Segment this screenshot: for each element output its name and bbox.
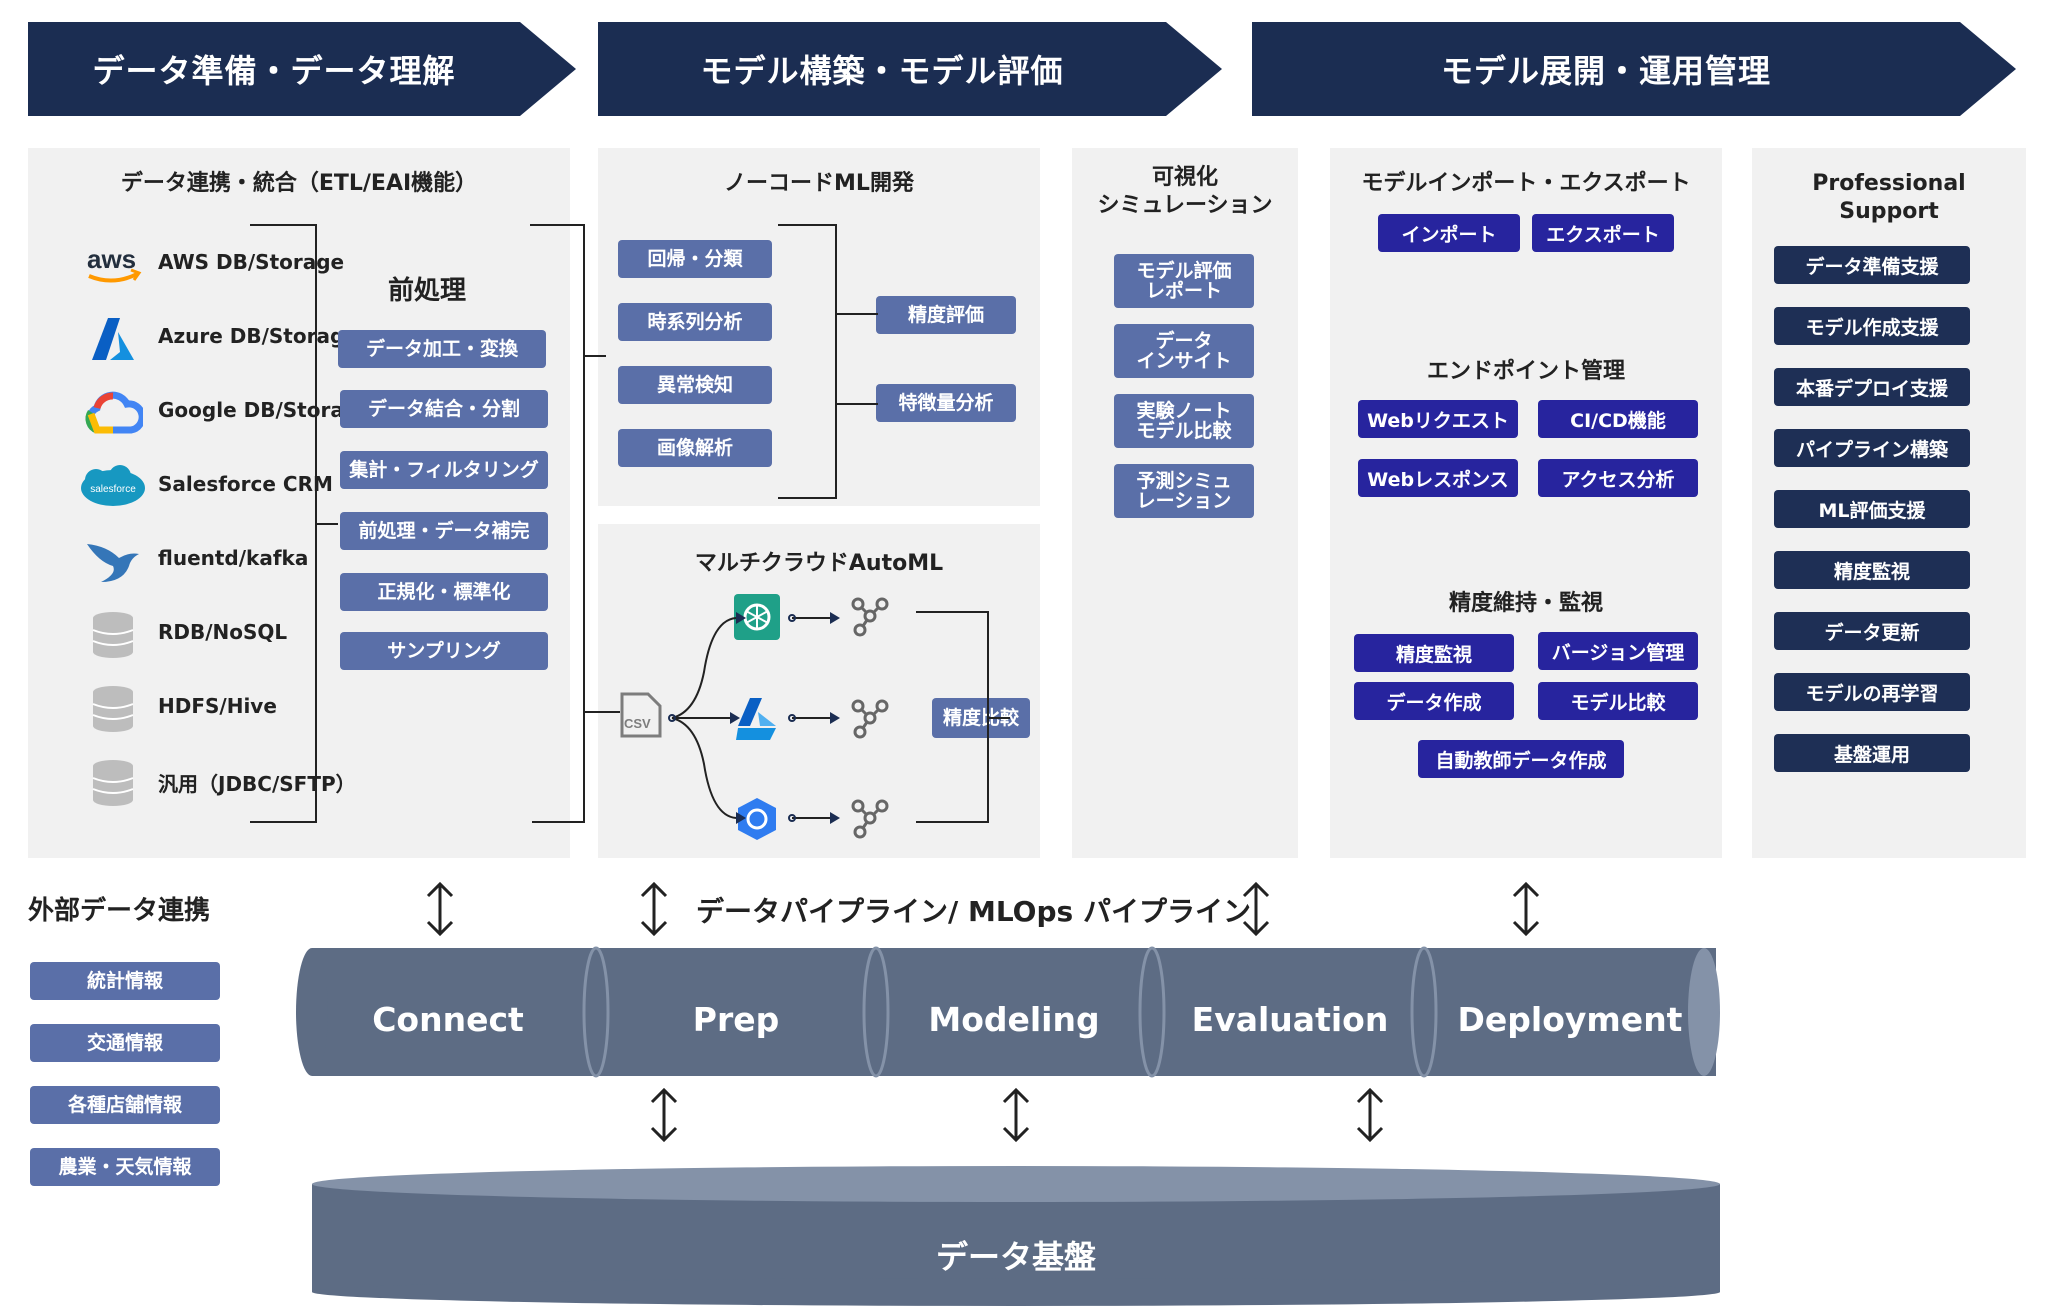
endpoint-item: Webレスポンス — [1358, 459, 1518, 497]
monitor-item: モデル比較 — [1538, 682, 1698, 720]
source-fluentd-label: fluentd/kafka — [158, 546, 309, 570]
phase-label: モデル構築・モデル評価 — [700, 52, 1064, 90]
nocode-item: 回帰・分類 — [618, 240, 772, 278]
import-item: インポート — [1378, 214, 1520, 252]
support-item: モデル作成支援 — [1774, 307, 1970, 345]
external-item: 農業・天気情報 — [30, 1148, 220, 1186]
preprocess-item: 正規化・標準化 — [340, 573, 548, 611]
monitor-item: 精度監視 — [1354, 634, 1514, 672]
data-integration-title: データ連携・統合（ETL/EAI機能） — [120, 171, 478, 196]
import-export-title: モデルインポート・エクスポート — [1361, 171, 1691, 196]
data-base-label: データ基盤 — [935, 1238, 1096, 1276]
source-generic-label: 汎用（JDBC/SFTP） — [158, 772, 356, 796]
pipeline-stage: Prep — [692, 1000, 780, 1039]
support-item: データ準備支援 — [1774, 246, 1970, 284]
endpoint-item: アクセス分析 — [1538, 459, 1698, 497]
automl-panel: マルチクラウドAutoML CSV — [598, 524, 1040, 858]
endpoint-title: エンドポイント管理 — [1426, 359, 1625, 384]
monitor-item: バージョン管理 — [1538, 632, 1698, 670]
csv-file-icon: CSV — [618, 692, 664, 738]
preprocess-item: データ加工・変換 — [338, 330, 546, 368]
phase-banner-model-build: モデル構築・モデル評価 — [598, 22, 1222, 116]
support-item: データ更新 — [1774, 612, 1970, 650]
visualization-item: データ インサイト — [1114, 324, 1254, 378]
phase-banner-data-prep: データ準備・データ理解 — [28, 22, 576, 116]
source-salesforce-label: Salesforce CRM — [158, 472, 333, 496]
external-item: 交通情報 — [30, 1024, 220, 1062]
pipeline-stage: Evaluation — [1191, 1000, 1389, 1039]
pipeline-stage: Deployment — [1457, 1000, 1683, 1039]
accuracy-compare-item: 精度比較 — [932, 698, 1030, 738]
support-item: 基盤運用 — [1774, 734, 1970, 772]
preprocess-item: 前処理・データ補完 — [340, 512, 548, 550]
svg-text:CSV: CSV — [624, 716, 651, 731]
preprocess-item: データ結合・分割 — [340, 390, 548, 428]
nocode-item: 画像解析 — [618, 429, 772, 467]
google-cloud-logo-icon — [78, 388, 148, 438]
source-hdfs-label: HDFS/Hive — [158, 694, 277, 718]
support-title: Professional Support — [1812, 171, 1966, 224]
feature-analysis-item: 特徴量分析 — [876, 384, 1016, 422]
preprocess-title: 前処理 — [388, 276, 467, 306]
bird-logo-icon — [78, 536, 148, 586]
preprocess-item: 集計・フィルタリング — [340, 451, 548, 489]
database-icon — [78, 758, 148, 808]
source-google-label: Google DB/Storage — [158, 398, 372, 422]
support-item: 精度監視 — [1774, 551, 1970, 589]
external-item: 各種店舗情報 — [30, 1086, 220, 1124]
nocode-ml-panel: ノーコードML開発 回帰・分類 時系列分析 異常検知 画像解析 精度評価 特徴量… — [598, 148, 1040, 506]
nocode-ml-title: ノーコードML開発 — [724, 171, 914, 196]
database-icon — [78, 684, 148, 734]
pipeline-title: データパイプライン/ MLOps パイプライン — [696, 895, 1251, 928]
phase-banner-model-deploy: モデル展開・運用管理 — [1252, 22, 2016, 116]
phase-label: モデル展開・運用管理 — [1440, 52, 1771, 90]
data-base-cylinder — [312, 1166, 1720, 1306]
model-graph-icon — [848, 796, 892, 840]
accuracy-eval-item: 精度評価 — [876, 296, 1016, 334]
nocode-item: 時系列分析 — [618, 303, 772, 341]
source-azure-label: Azure DB/Storage — [158, 324, 358, 348]
support-item: パイプライン構築 — [1774, 429, 1970, 467]
nocode-item: 異常検知 — [618, 366, 772, 404]
visualization-item: 実験ノート モデル比較 — [1114, 394, 1254, 448]
automl-title: マルチクラウドAutoML — [694, 551, 944, 576]
endpoint-item: CI/CD機能 — [1538, 400, 1698, 438]
data-integration-panel: データ連携・統合（ETL/EAI機能） aws AWS DB/Storage A… — [28, 148, 570, 858]
source-rdb-label: RDB/NoSQL — [158, 620, 288, 644]
support-item: ML評価支援 — [1774, 490, 1970, 528]
model-graph-icon — [848, 696, 892, 740]
pipeline-tube — [296, 946, 1720, 1078]
visualization-panel: 可視化 シミュレーション モデル評価 レポート データ インサイト 実験ノート … — [1072, 148, 1298, 858]
svg-text:salesforce: salesforce — [90, 484, 136, 495]
svg-text:aws: aws — [87, 244, 136, 274]
azure-ml-logo-icon — [734, 696, 780, 742]
model-graph-icon — [848, 594, 892, 638]
monitor-item: データ作成 — [1354, 682, 1514, 720]
phase-label: データ準備・データ理解 — [92, 52, 456, 90]
external-item: 統計情報 — [30, 962, 220, 1000]
export-item: エクスポート — [1532, 214, 1674, 252]
monitor-item: 自動教師データ作成 — [1418, 740, 1624, 778]
pipeline-stage: Connect — [372, 1000, 524, 1039]
monitor-title: 精度維持・監視 — [1448, 591, 1603, 616]
visualization-title: 可視化 シミュレーション — [1097, 165, 1273, 218]
preprocess-item: サンプリング — [340, 632, 548, 670]
vertex-ai-logo-icon — [734, 796, 780, 842]
deployment-panel: モデルインポート・エクスポート インポート エクスポート エンドポイント管理 W… — [1330, 148, 1722, 858]
aws-logo-icon: aws — [78, 240, 148, 290]
pipeline-stage: Modeling — [928, 1000, 1100, 1039]
database-icon — [78, 610, 148, 660]
salesforce-logo-icon: salesforce — [78, 462, 148, 512]
support-item: モデルの再学習 — [1774, 673, 1970, 711]
external-data-title: 外部データ連携 — [28, 896, 211, 926]
visualization-item: 予測シミュ レーション — [1114, 464, 1254, 518]
source-aws-label: AWS DB/Storage — [158, 250, 345, 274]
endpoint-item: Webリクエスト — [1358, 400, 1518, 438]
azure-logo-icon — [78, 314, 148, 364]
support-item: 本番デプロイ支援 — [1774, 368, 1970, 406]
support-panel: Professional Support データ準備支援 モデル作成支援 本番デ… — [1752, 148, 2026, 858]
visualization-item: モデル評価 レポート — [1114, 254, 1254, 308]
